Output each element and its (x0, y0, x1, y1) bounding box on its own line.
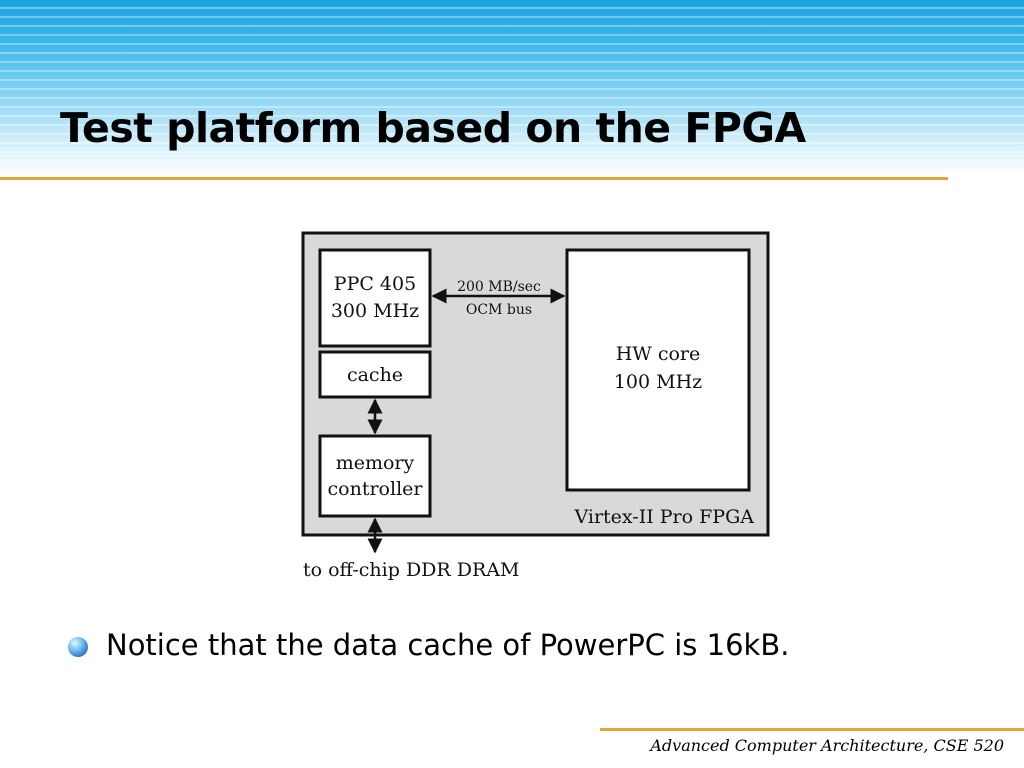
footer-text: Advanced Computer Architecture, CSE 520 (650, 736, 1004, 755)
fpga-diagram: PPC 405 300 MHz cache memory controller … (300, 228, 780, 592)
dram-label: to off-chip DDR DRAM (303, 559, 519, 581)
bullet-icon (68, 637, 88, 657)
footer-rule (600, 728, 1024, 731)
hw-core-line2: 100 MHz (614, 371, 702, 393)
hw-core-line1: HW core (616, 343, 701, 365)
slide-title: Test platform based on the FPGA (60, 104, 806, 152)
hw-core-box (565, 248, 751, 492)
bus-label-line1: 200 MB/sec (457, 279, 541, 295)
bullet-text: Notice that the data cache of PowerPC is… (106, 628, 790, 662)
header-band (0, 0, 1024, 176)
ppc-box (318, 248, 432, 348)
memory-controller-line1: memory (336, 452, 415, 474)
memory-controller-box (318, 434, 432, 518)
ppc-label-line1: PPC 405 (334, 273, 416, 295)
fpga-label: Virtex-II Pro FPGA (574, 506, 755, 528)
ppc-label-line2: 300 MHz (331, 300, 419, 322)
cache-box (318, 350, 432, 399)
cache-label: cache (347, 364, 403, 386)
memory-controller-line2: controller (328, 478, 424, 500)
bus-label-line2: OCM bus (466, 302, 532, 318)
title-rule (0, 177, 948, 180)
